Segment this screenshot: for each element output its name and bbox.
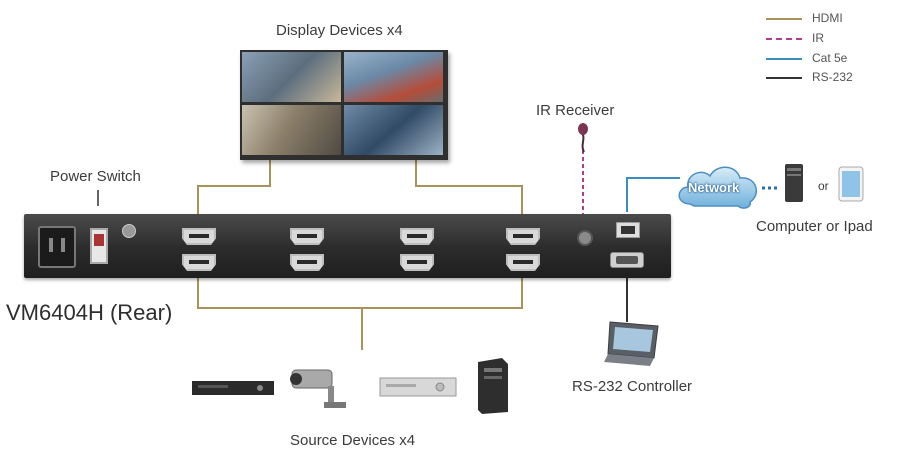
vm6404h-rear-panel xyxy=(24,214,671,278)
computer-icon xyxy=(785,164,803,202)
rs232-controller-label: RS-232 Controller xyxy=(572,378,693,395)
legend-ir-label: IR xyxy=(812,31,824,45)
security-camera-icon xyxy=(290,369,346,408)
hdmi-in-4 xyxy=(506,254,540,271)
ethernet-port xyxy=(616,222,640,238)
or-label: or xyxy=(818,179,829,193)
ir-receiver-icon xyxy=(578,123,588,153)
hdmi-in-2 xyxy=(290,254,324,271)
ir-port xyxy=(577,230,593,246)
display-screen-2 xyxy=(344,52,443,102)
computer-or-ipad-label: Computer or Ipad xyxy=(756,218,873,235)
ir-receiver-label: IR Receiver xyxy=(536,102,615,119)
network-cloud-icon xyxy=(678,166,758,209)
power-inlet xyxy=(38,226,76,268)
legend-cat5e-label: Cat 5e xyxy=(812,51,848,65)
network-label: Network xyxy=(688,180,740,195)
legend-hdmi-label: HDMI xyxy=(812,11,843,25)
display-wall xyxy=(240,50,448,160)
hdmi-out-3 xyxy=(400,228,434,245)
rs232-port xyxy=(610,252,644,268)
hdmi-in-3 xyxy=(400,254,434,271)
hdmi-out-2 xyxy=(290,228,324,245)
ipad-icon xyxy=(838,166,864,202)
source-devices-label: Source Devices x4 xyxy=(290,432,416,449)
display-screen-4 xyxy=(344,105,443,155)
media-player-icon xyxy=(379,377,457,397)
legend-rs232-label: RS-232 xyxy=(812,70,853,84)
device-title: VM6404H (Rear) xyxy=(6,300,173,325)
rs232-terminal-icon xyxy=(604,321,659,366)
display-devices-label: Display Devices x4 xyxy=(276,22,403,39)
hdmi-out-1 xyxy=(182,228,216,245)
ground-screw xyxy=(122,224,136,238)
tower-pc-icon xyxy=(478,358,508,414)
power-switch-label: Power Switch xyxy=(50,168,141,185)
display-screen-1 xyxy=(242,52,341,102)
hdmi-in-1 xyxy=(182,254,216,271)
dvd-player-icon xyxy=(192,381,274,395)
display-screen-3 xyxy=(242,105,341,155)
hdmi-out-4 xyxy=(506,228,540,245)
power-switch[interactable] xyxy=(90,228,108,264)
